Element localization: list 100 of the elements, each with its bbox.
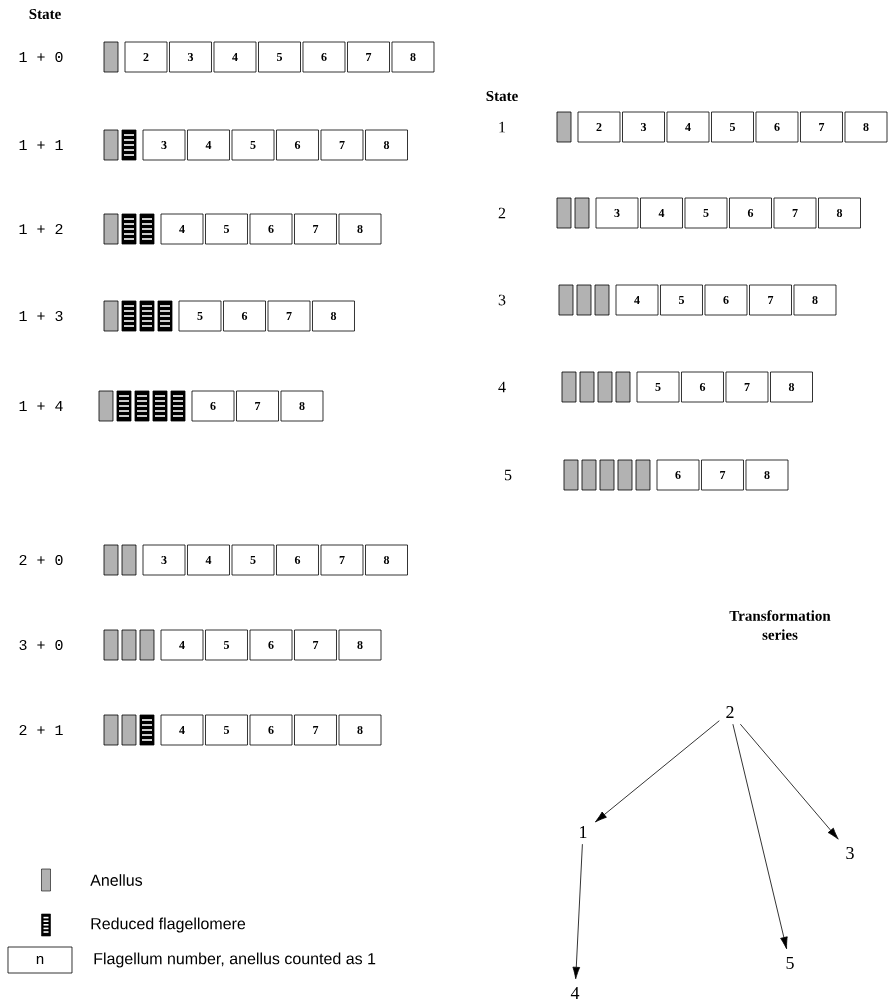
- reduced-flagellomere-bar: [121, 213, 137, 245]
- anellus-bar: [576, 284, 592, 316]
- number-box: 7: [800, 111, 843, 143]
- anellus-bar: [103, 544, 119, 576]
- state-label: 3 + 0: [19, 639, 63, 651]
- number-box: 7: [773, 197, 817, 229]
- anellus-bar: [556, 197, 572, 229]
- legend-text: Flagellum number, anellus counted as 1: [94, 952, 376, 968]
- state-label: 1 + 3: [19, 310, 63, 322]
- anellus-bar: [98, 390, 114, 422]
- number-box: 6: [249, 714, 293, 746]
- anellus-bar: [121, 544, 137, 576]
- number-box: 3: [142, 544, 186, 576]
- number-box: 6: [729, 197, 772, 229]
- number-box: 5: [660, 284, 703, 316]
- heading: State: [486, 90, 518, 102]
- number-box: 7: [294, 714, 337, 746]
- arrow: [594, 720, 720, 823]
- heading: Transformation series: [729, 610, 831, 640]
- anellus-bar: [139, 629, 155, 661]
- reduced-flagellomere-bar: [152, 390, 168, 422]
- heading: State: [29, 8, 61, 20]
- number-box: 5: [711, 111, 754, 143]
- state-label: 1: [499, 121, 506, 133]
- number-box: 6: [223, 300, 266, 332]
- number-box: 5: [205, 714, 248, 746]
- anellus-bar: [103, 300, 119, 332]
- reduced-flagellomere-bar: [134, 390, 150, 422]
- anellus-bar: [558, 284, 574, 316]
- anellus-bar: [103, 629, 119, 661]
- anellus-bar: [103, 129, 119, 161]
- state-label: 1 + 0: [19, 51, 63, 63]
- anellus-bar: [597, 371, 613, 403]
- reduced-flagellomere-bar: [157, 300, 173, 332]
- number-box: 5: [231, 544, 275, 576]
- reduced-flagellomere-bar: [170, 390, 186, 422]
- number-box: 5: [258, 41, 301, 73]
- number-box: 4: [160, 213, 204, 245]
- number-box: 8: [280, 390, 324, 422]
- number-box: 3: [142, 129, 186, 161]
- number-box: 8: [338, 714, 382, 746]
- reduced-flagellomere-bar: [139, 300, 155, 332]
- number-box: 8: [338, 213, 382, 245]
- number-box: 7: [294, 629, 337, 661]
- state-label: 4: [498, 381, 506, 393]
- number-box: 4: [187, 544, 230, 576]
- number-box: 4: [160, 714, 204, 746]
- anellus-bar: [635, 459, 651, 491]
- reduced-flagellomere-bar: [116, 390, 132, 422]
- number-box: 7: [701, 459, 744, 491]
- number-box: 4: [187, 129, 230, 161]
- number-box: 8: [365, 544, 408, 576]
- anellus-bar: [615, 371, 631, 403]
- anellus-bar: [121, 714, 137, 746]
- state-label: 2: [498, 207, 506, 219]
- number-box: 8: [844, 111, 888, 143]
- number-box: 8: [770, 371, 813, 403]
- state-number: 3: [846, 846, 854, 860]
- number-box: 5: [205, 629, 248, 661]
- number-box: n: [7, 946, 73, 974]
- number-box: 6: [249, 213, 293, 245]
- anellus-bar: [563, 459, 579, 491]
- reduced-flagellomere-bar: [121, 129, 137, 161]
- number-box: 7: [236, 390, 279, 422]
- number-box: 7: [347, 41, 390, 73]
- anellus-bar: [599, 459, 615, 491]
- number-box: 5: [684, 197, 728, 229]
- number-box: 4: [160, 629, 204, 661]
- state-label: 2 + 1: [19, 725, 63, 735]
- number-box: 2: [577, 111, 621, 143]
- number-box: 8: [365, 129, 408, 161]
- number-box: 8: [793, 284, 837, 316]
- number-box: 6: [755, 111, 799, 143]
- number-box: 5: [205, 213, 248, 245]
- legend-text: Anellus: [90, 874, 143, 886]
- number-box: 6: [191, 390, 235, 422]
- number-box: 8: [338, 629, 382, 661]
- anellus-bar: [574, 197, 590, 229]
- anellus-bar: [103, 213, 119, 245]
- number-box: 6: [276, 544, 319, 576]
- anellus-bar: [103, 41, 119, 73]
- number-box: 6: [656, 459, 700, 491]
- state-label: 1 + 2: [19, 224, 63, 234]
- number-box: 4: [213, 41, 257, 73]
- number-box: 7: [725, 371, 769, 403]
- number-box: 7: [294, 213, 337, 245]
- anellus-bar: [617, 459, 633, 491]
- anellus-bar: [581, 459, 597, 491]
- number-box: 4: [615, 284, 659, 316]
- state-label: 3: [498, 294, 506, 306]
- state-number: 1: [580, 826, 587, 838]
- anellus-bar: [121, 629, 137, 661]
- number-box: 6: [276, 129, 319, 161]
- state-number: 4: [570, 987, 580, 999]
- state-number: 2: [726, 706, 734, 718]
- number-box: 8: [312, 300, 355, 332]
- anellus-bar: [561, 371, 577, 403]
- reduced-flagellomere-bar: [121, 300, 137, 332]
- arrow: [572, 843, 583, 980]
- number-box: 4: [640, 197, 683, 229]
